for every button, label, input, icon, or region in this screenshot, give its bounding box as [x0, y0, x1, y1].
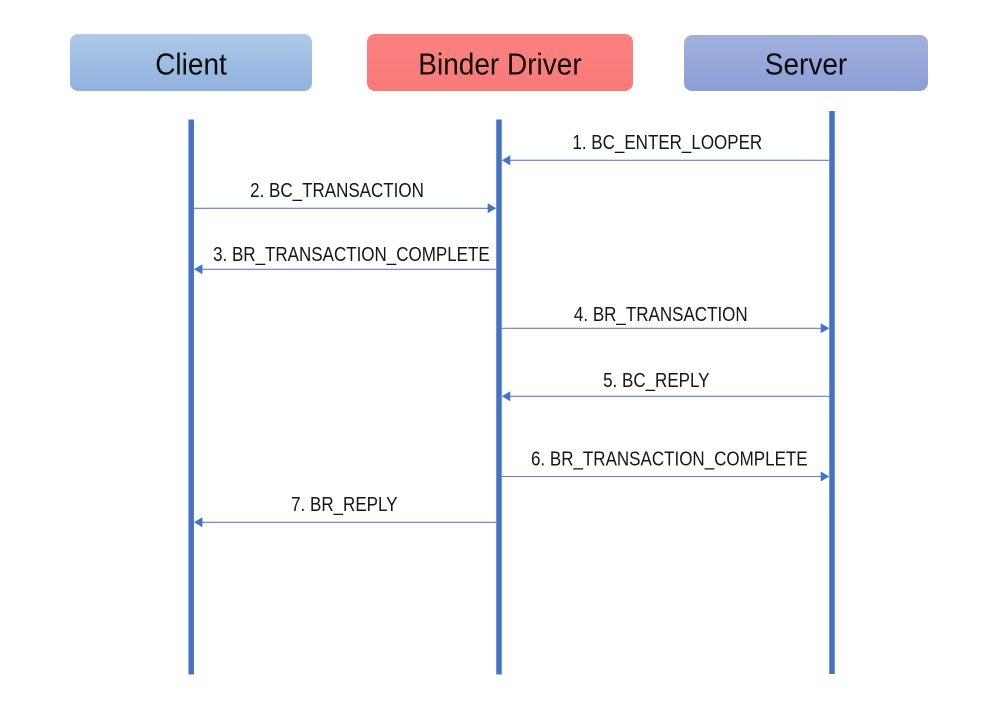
svg-text:3. BR_TRANSACTION_COMPLETE: 3. BR_TRANSACTION_COMPLETE [213, 244, 490, 267]
svg-text:5. BC_REPLY: 5. BC_REPLY [603, 370, 710, 393]
svg-text:1. BC_ENTER_LOOPER: 1. BC_ENTER_LOOPER [572, 132, 762, 155]
svg-text:2. BC_TRANSACTION: 2. BC_TRANSACTION [250, 180, 424, 203]
svg-text:7. BR_REPLY: 7. BR_REPLY [291, 494, 398, 517]
svg-text:6. BR_TRANSACTION_COMPLETE: 6. BR_TRANSACTION_COMPLETE [531, 448, 808, 471]
svg-text:4. BR_TRANSACTION: 4. BR_TRANSACTION [574, 304, 748, 327]
